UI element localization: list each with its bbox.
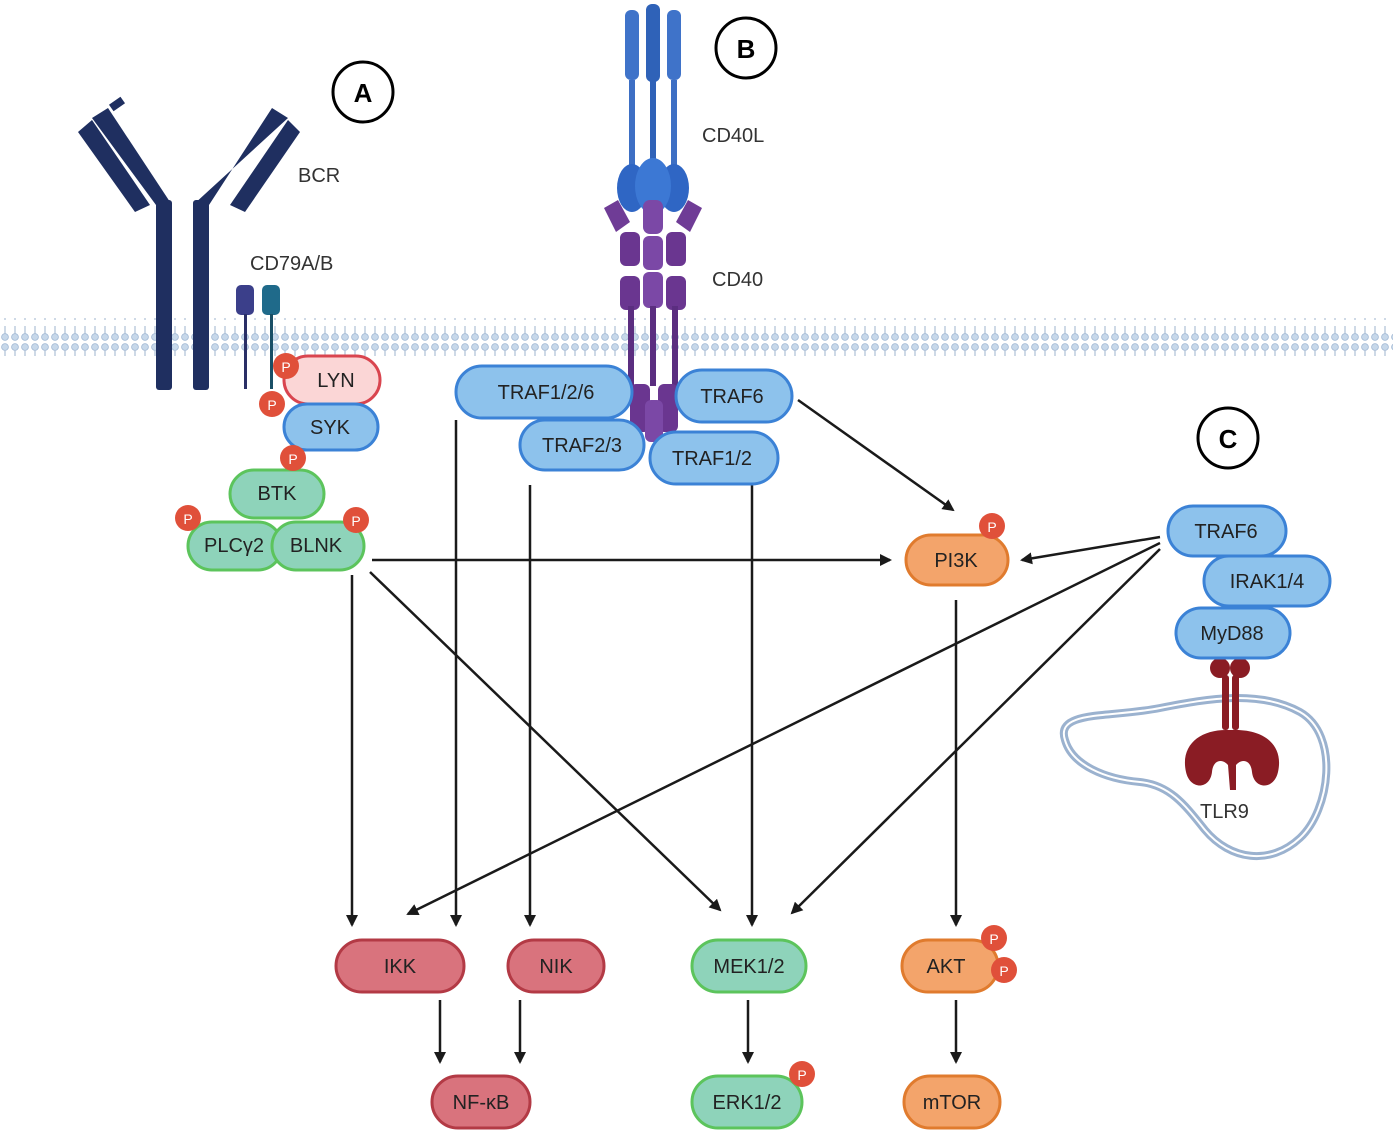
node-blnk: BLNK bbox=[270, 520, 366, 572]
tlr9-receptor bbox=[1184, 658, 1280, 790]
node-erk12: ERK1/2 bbox=[690, 1074, 804, 1130]
panel-b-marker: B bbox=[714, 16, 778, 80]
svg-text:P: P bbox=[351, 513, 360, 529]
svg-text:TRAF1/2/6: TRAF1/2/6 bbox=[498, 382, 595, 404]
svg-text:SYK: SYK bbox=[310, 417, 351, 439]
svg-text:MyD88: MyD88 bbox=[1200, 623, 1263, 645]
node-mtor: mTOR bbox=[902, 1074, 1002, 1130]
svg-text:AKT: AKT bbox=[927, 956, 966, 978]
arrow-tlr-mek bbox=[790, 548, 1161, 915]
svg-text:LYN: LYN bbox=[317, 370, 354, 392]
cd79-label: CD79A/B bbox=[250, 253, 333, 275]
svg-text:C: C bbox=[1219, 424, 1238, 454]
node-akt: AKT bbox=[900, 938, 1000, 994]
cd40l-label: CD40L bbox=[702, 125, 764, 147]
bcr-label: BCR bbox=[298, 165, 340, 187]
node-myd88: MyD88 bbox=[1174, 606, 1292, 660]
phospho-akt-2: P bbox=[991, 957, 1017, 983]
node-plcg2: PLCγ2 bbox=[186, 520, 284, 572]
phospho-pi3k: P bbox=[979, 513, 1005, 539]
phospho-lyn: P bbox=[273, 353, 299, 379]
node-syk: SYK bbox=[282, 402, 380, 452]
node-ikk: IKK bbox=[334, 938, 466, 994]
phospho-akt-1: P bbox=[981, 925, 1007, 951]
svg-text:TRAF2/3: TRAF2/3 bbox=[542, 435, 622, 457]
svg-text:P: P bbox=[989, 931, 998, 947]
svg-text:P: P bbox=[797, 1067, 806, 1083]
svg-text:ERK1/2: ERK1/2 bbox=[713, 1092, 782, 1114]
phospho-erk12: P bbox=[789, 1061, 815, 1087]
node-traf6-c: TRAF6 bbox=[1166, 504, 1288, 558]
tlr9-endosome bbox=[1059, 693, 1331, 861]
node-traf23: TRAF2/3 bbox=[518, 418, 646, 472]
svg-text:NF-κB: NF-κB bbox=[453, 1092, 510, 1114]
svg-text:mTOR: mTOR bbox=[923, 1092, 982, 1114]
svg-text:P: P bbox=[267, 397, 276, 413]
phospho-btk: P bbox=[280, 445, 306, 471]
svg-text:B: B bbox=[737, 34, 756, 64]
svg-text:P: P bbox=[281, 359, 290, 375]
panel-a-marker: A bbox=[331, 60, 395, 124]
svg-text:P: P bbox=[999, 963, 1008, 979]
node-pi3k: PI3K bbox=[904, 533, 1010, 587]
svg-text:NIK: NIK bbox=[539, 956, 573, 978]
svg-text:BLNK: BLNK bbox=[290, 535, 343, 557]
cd79-heterodimer bbox=[236, 285, 280, 389]
svg-text:TRAF6: TRAF6 bbox=[700, 386, 763, 408]
tlr9-label: TLR9 bbox=[1200, 801, 1249, 823]
node-traf126: TRAF1/2/6 bbox=[454, 364, 634, 420]
svg-text:BTK: BTK bbox=[258, 483, 298, 505]
node-nfkb: NF-κB bbox=[430, 1074, 532, 1130]
phospho-syk: P bbox=[259, 391, 285, 417]
svg-text:TRAF1/2: TRAF1/2 bbox=[672, 448, 752, 470]
svg-text:MEK1/2: MEK1/2 bbox=[713, 956, 784, 978]
cd40l-trimer bbox=[617, 4, 689, 214]
svg-text:P: P bbox=[183, 511, 192, 527]
cell-membrane bbox=[0, 318, 1393, 356]
phospho-plcg2: P bbox=[175, 505, 201, 531]
cd40-label: CD40 bbox=[712, 269, 763, 291]
pathway-arrows bbox=[346, 398, 1161, 1064]
svg-text:IKK: IKK bbox=[384, 956, 417, 978]
svg-text:PI3K: PI3K bbox=[934, 550, 978, 572]
svg-text:P: P bbox=[987, 519, 996, 535]
panel-c-marker: C bbox=[1196, 406, 1260, 470]
arrow-bcr-mek bbox=[369, 571, 722, 912]
svg-text:IRAK1/4: IRAK1/4 bbox=[1230, 571, 1304, 593]
cd40-trimer bbox=[604, 200, 702, 442]
node-mek12: MEK1/2 bbox=[690, 938, 808, 994]
bcr-receptor bbox=[78, 96, 300, 390]
node-traf12: TRAF1/2 bbox=[648, 430, 780, 486]
arrow-tlr-pi3k bbox=[1020, 535, 1161, 565]
node-lyn: LYN bbox=[282, 354, 382, 406]
svg-text:TRAF6: TRAF6 bbox=[1194, 521, 1257, 543]
arrow-tlr-ikk bbox=[406, 541, 1161, 916]
node-traf6-b: TRAF6 bbox=[674, 368, 794, 424]
arrow-traf6-pi3k bbox=[797, 398, 955, 512]
svg-text:PLCγ2: PLCγ2 bbox=[204, 535, 264, 557]
node-nik: NIK bbox=[506, 938, 606, 994]
svg-text:P: P bbox=[288, 451, 297, 467]
node-irak14: IRAK1/4 bbox=[1202, 554, 1332, 608]
phospho-blnk: P bbox=[343, 507, 369, 533]
svg-text:A: A bbox=[354, 78, 373, 108]
node-btk: BTK bbox=[228, 468, 326, 520]
